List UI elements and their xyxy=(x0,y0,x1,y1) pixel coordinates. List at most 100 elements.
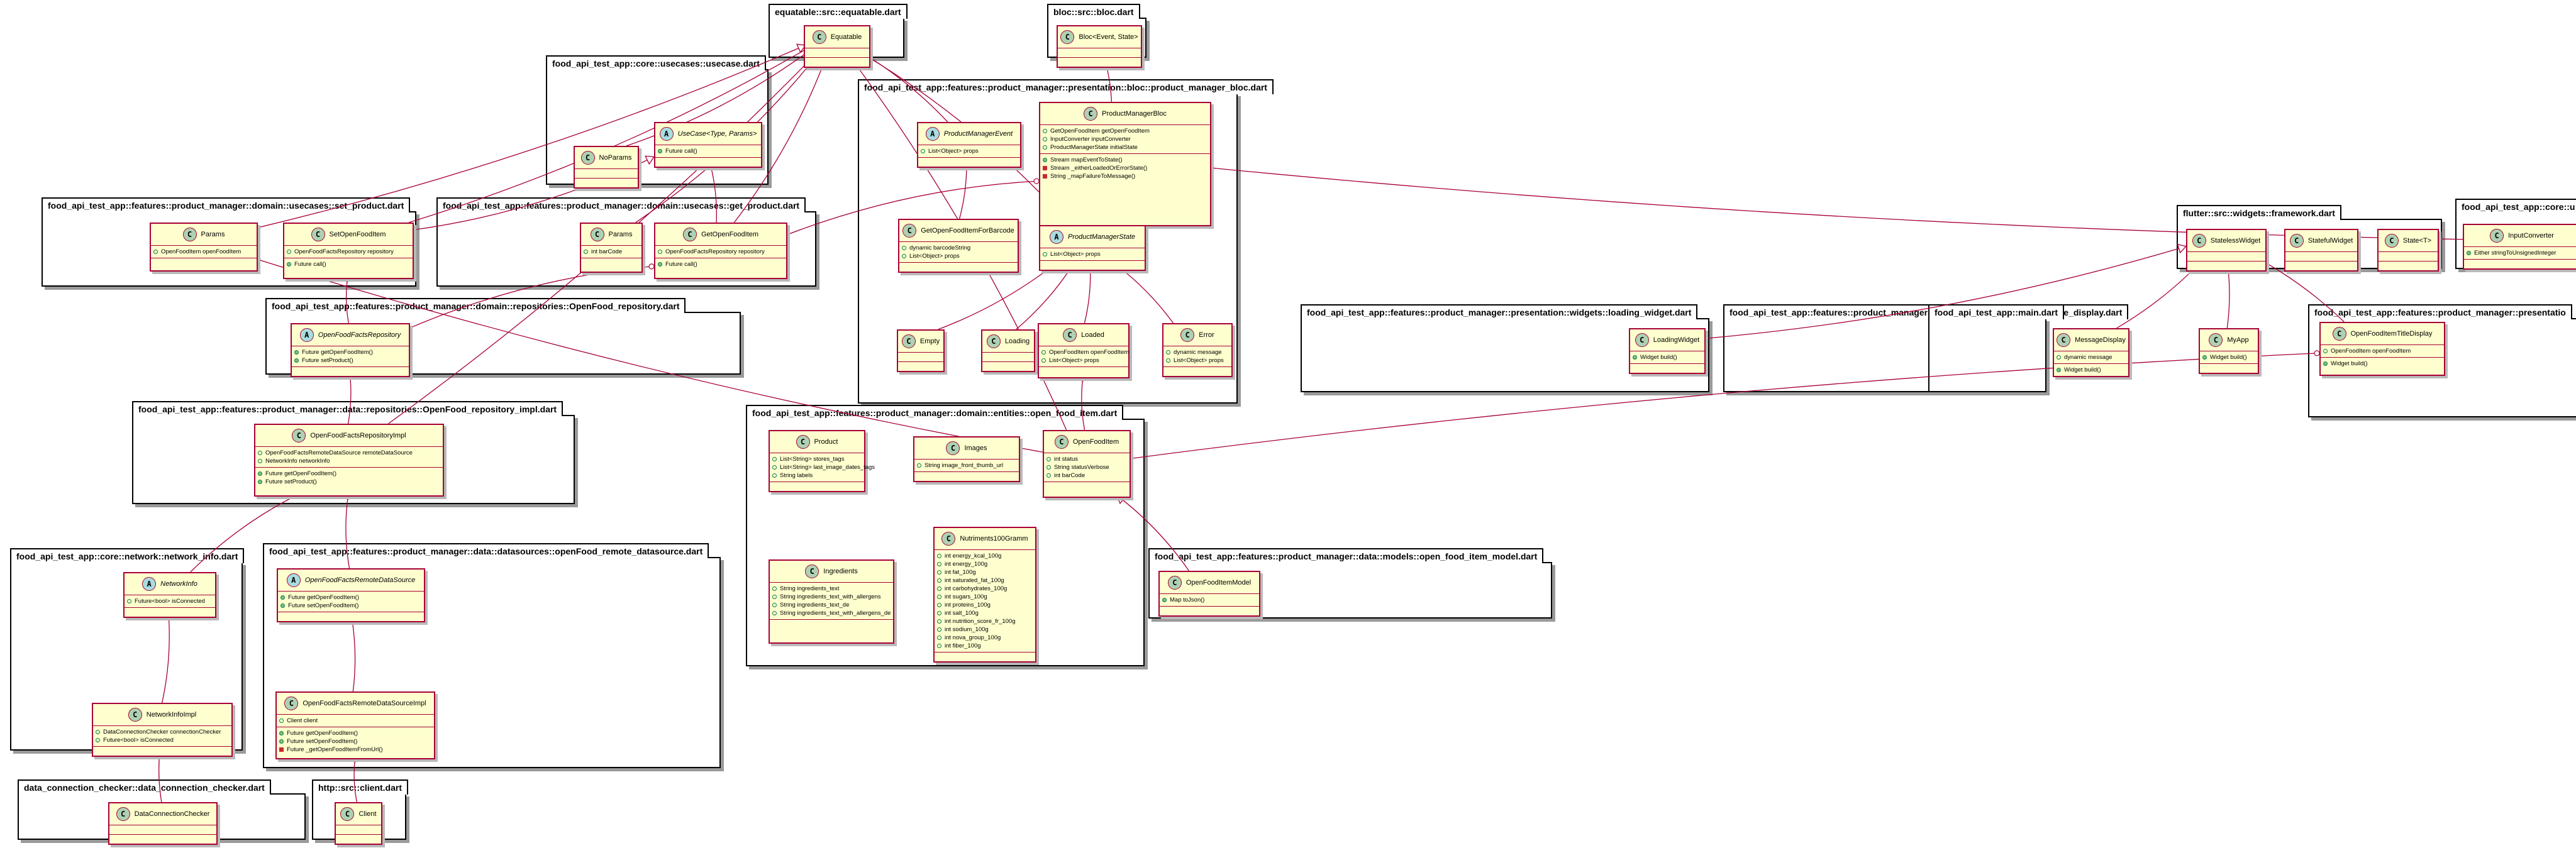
abstract-class-icon: A xyxy=(925,127,940,141)
member-text: String ingredients_text_with_allergens xyxy=(780,593,881,600)
member-text: dynamic message xyxy=(2064,354,2112,361)
association-line xyxy=(255,258,1043,453)
class-name: MyApp xyxy=(2227,336,2249,344)
package-title: data_connection_checker::data_connection… xyxy=(18,779,271,795)
class-member: OpenFoodFactsRemoteDataSource remoteData… xyxy=(258,449,440,457)
class-icon: C xyxy=(2192,234,2206,248)
member-text: Future setProduct() xyxy=(302,357,353,364)
class-icon: C xyxy=(182,228,197,241)
public-visibility-icon xyxy=(772,465,777,470)
class-icon: C xyxy=(902,224,917,238)
class-name: Product xyxy=(814,438,838,446)
class-name: ProductManagerBloc xyxy=(1102,110,1167,118)
member-text: String _mapFailureToMessage() xyxy=(1050,173,1136,180)
public-visibility-icon xyxy=(279,739,284,744)
member-text: Future call() xyxy=(665,148,697,155)
package-title: food_api_test_app::features::product_man… xyxy=(132,401,564,416)
member-text: Future<bool> isConnected xyxy=(135,598,205,605)
class-icon: C xyxy=(2490,229,2504,243)
member-text: List<Object> props xyxy=(1050,251,1101,258)
package-title: food_api_test_app::core::usecases::useca… xyxy=(546,55,766,70)
class-member: Stream mapEventToState() xyxy=(1043,156,1208,164)
member-text: String ingredients_text_de xyxy=(780,602,850,608)
class-fields xyxy=(1058,48,1141,58)
class-fields: Future getOpenFoodItem()Future setOpenFo… xyxy=(278,592,424,612)
class-member: String labels xyxy=(772,471,862,480)
package-title: bloc::src::bloc.dart xyxy=(1047,4,1140,19)
class-fields xyxy=(805,48,869,58)
class-methods xyxy=(336,835,381,844)
public-visibility-icon xyxy=(96,738,100,742)
member-text: Widget build() xyxy=(1640,354,1677,361)
public-visibility-icon xyxy=(921,149,925,153)
public-visibility-icon xyxy=(772,595,777,599)
class-icon: C xyxy=(2332,327,2346,341)
public-visibility-icon xyxy=(937,619,941,624)
abstract-class-icon: A xyxy=(659,127,674,141)
member-text: List<String> stores_tags xyxy=(780,456,845,463)
member-text: int nova_group_100g xyxy=(945,634,1001,641)
class-member: List<String> stores_tags xyxy=(772,455,862,463)
class-fields xyxy=(2379,252,2438,262)
class-fields: Future<bool> isConnected xyxy=(125,595,215,608)
class-member: Future _getOpenFoodItemFromUrl() xyxy=(279,746,431,754)
member-text: Future setOpenFoodItem() xyxy=(288,602,359,609)
class-member: int nutrition_score_fr_100g xyxy=(937,617,1033,625)
class-icon: C xyxy=(682,228,697,241)
public-visibility-icon xyxy=(1043,158,1047,162)
package-title: food_api_test_app::features::product_man… xyxy=(746,405,1124,420)
class-name: NoParams xyxy=(599,154,632,162)
class-member: int proteins_100g xyxy=(937,601,1033,609)
member-text: OpenFoodItem openFoodItem xyxy=(161,248,242,255)
class-methods: Future getOpenFoodItem()Future setOpenFo… xyxy=(277,727,434,756)
